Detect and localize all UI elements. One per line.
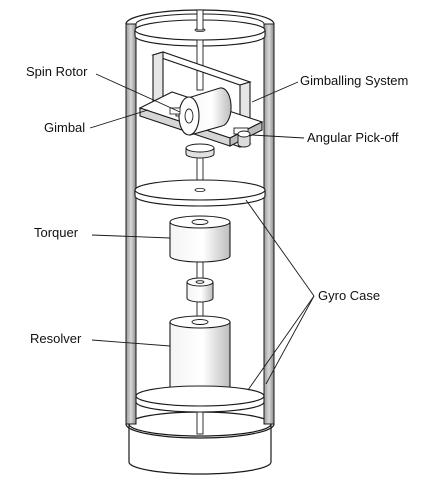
angular-pickoff: [233, 127, 251, 148]
label-torquer: Torquer: [34, 225, 79, 240]
bottom-plate: [135, 385, 265, 413]
resolver: [169, 315, 231, 399]
label-gimbal: Gimbal: [44, 120, 86, 135]
label-resolver: Resolver: [30, 331, 82, 346]
leader-lines: [89, 73, 315, 391]
leader-angular-pickoff: [251, 134, 305, 139]
label-angular-pickoff: Angular Pick-off: [307, 130, 399, 145]
leader-gimballing-system: [251, 81, 299, 103]
leader-spin-rotor: [95, 73, 181, 113]
torquer: [169, 215, 231, 263]
gyro-case-walls: [125, 9, 275, 439]
leader-torquer: [91, 234, 171, 239]
leader-gyro-case-3: [247, 295, 315, 391]
middle-plate: [134, 179, 266, 207]
shaft-coupling: [186, 277, 214, 303]
leader-gimbal: [89, 109, 149, 129]
leader-gyro-case-2: [265, 295, 315, 385]
leader-gyro-case-1: [245, 199, 315, 297]
spin-rotor: [169, 87, 232, 136]
label-gyro-case: Gyro Case: [318, 288, 381, 303]
frame-coupling: [185, 143, 215, 159]
label-spin-rotor: Spin Rotor: [26, 64, 88, 79]
leader-resolver: [91, 339, 171, 347]
label-gimballing-system: Gimballing System: [300, 73, 409, 88]
